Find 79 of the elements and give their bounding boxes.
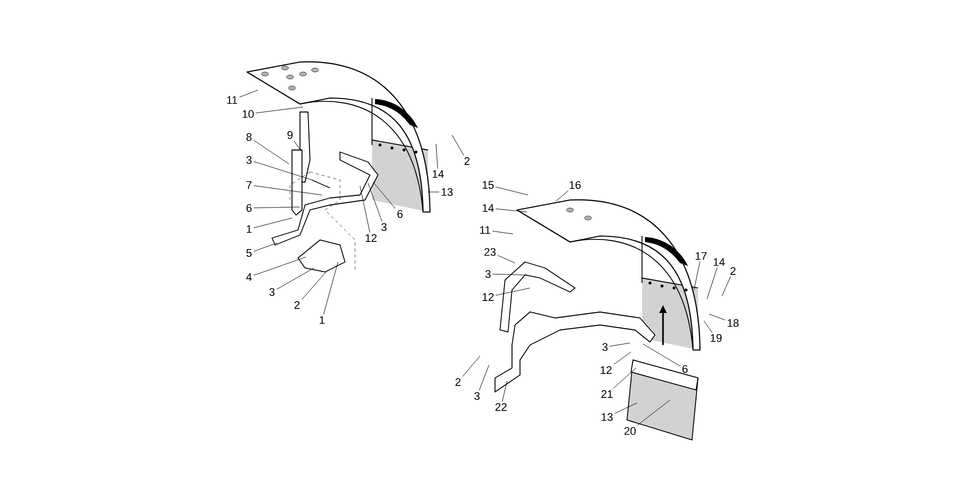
leader-line — [642, 344, 680, 366]
callout-number: 23 — [484, 248, 496, 256]
callout-number: 14 — [714, 258, 725, 266]
callout-number: 21 — [601, 390, 613, 398]
callout-number: 3 — [474, 392, 480, 400]
callout-number: 11 — [480, 226, 490, 234]
callout-number: 3 — [485, 270, 491, 278]
callout-number: 20 — [624, 427, 636, 435]
leader-line — [496, 208, 528, 212]
leader-line — [708, 314, 726, 320]
callout-number: 15 — [482, 181, 494, 189]
callout-number: 14 — [482, 204, 494, 212]
leader-line — [254, 256, 306, 276]
callout-number: 18 — [728, 319, 739, 327]
leader-line — [498, 255, 516, 264]
callout-number: 6 — [246, 204, 252, 212]
callout-number: 1 — [246, 225, 252, 233]
leader-line — [302, 272, 326, 300]
callout-number: 16 — [570, 181, 581, 189]
callout-number: 6 — [682, 365, 688, 373]
leader-line — [254, 161, 312, 180]
leader-line — [496, 288, 530, 296]
callout-number: 17 — [696, 252, 707, 260]
leader-line — [323, 262, 338, 315]
callout-number: 9 — [287, 131, 293, 139]
leader-line — [294, 140, 302, 152]
leader-line — [254, 218, 292, 228]
leader-line — [613, 352, 632, 365]
callout-number: 13 — [442, 188, 453, 196]
leader-line — [478, 364, 490, 391]
callout-number: 4 — [246, 273, 252, 281]
callout-number: 6 — [398, 210, 403, 218]
leader-line — [502, 380, 508, 402]
callout-number: 13 — [602, 413, 613, 421]
leader-line — [254, 140, 290, 164]
leader-line — [706, 267, 718, 300]
callout-number: 12 — [366, 234, 377, 242]
callout-number: 2 — [730, 267, 736, 275]
callout-number: 3 — [269, 288, 275, 296]
callout-number: 2 — [294, 301, 300, 309]
leader-line — [462, 356, 480, 377]
leader-line — [372, 182, 396, 209]
leader-line — [452, 134, 464, 156]
callout-number: 8 — [246, 133, 252, 141]
callout-number: 22 — [495, 403, 507, 411]
leader-line — [614, 402, 638, 414]
callout-number: 3 — [246, 156, 252, 164]
leader-line — [492, 230, 514, 234]
callout-number: 5 — [246, 249, 252, 257]
leader-line — [636, 400, 670, 426]
leader-line — [556, 190, 569, 202]
leader-line — [368, 182, 382, 222]
leader-line — [436, 144, 438, 169]
leader-line — [694, 261, 700, 290]
leader-line — [254, 185, 322, 196]
callout-number: 3 — [602, 343, 608, 351]
leader-line — [610, 342, 630, 346]
callout-number: 7 — [246, 181, 252, 189]
callout-number: 12 — [482, 293, 494, 301]
leader-line — [239, 90, 258, 98]
leader-line — [492, 274, 528, 276]
leader-line — [276, 268, 314, 290]
callout-number: 11 — [227, 96, 238, 104]
leader-line — [496, 186, 528, 196]
leader-line — [256, 106, 304, 114]
leader-line — [612, 368, 636, 389]
callout-number: 10 — [242, 110, 254, 118]
leader-line — [360, 186, 370, 233]
callout-number: 12 — [600, 366, 612, 374]
leader-line — [254, 206, 300, 208]
callout-number: 2 — [456, 378, 461, 386]
leader-line — [704, 320, 712, 333]
leader-line — [254, 242, 278, 252]
leader-line — [722, 276, 731, 296]
callout-number: 19 — [710, 334, 722, 342]
callout-number: 3 — [381, 223, 387, 231]
callout-number: 14 — [432, 170, 444, 178]
callout-number: 1 — [320, 316, 325, 324]
callout-number: 2 — [464, 157, 470, 165]
